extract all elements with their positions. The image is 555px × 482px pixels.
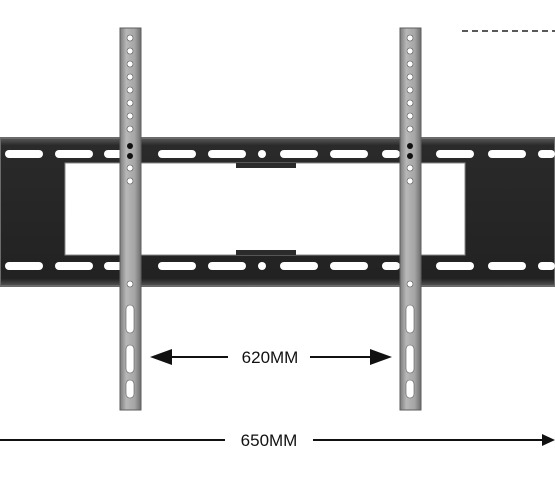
outer-dimension-arrow: 650MM [0, 431, 555, 450]
right-vertical-bracket [399, 27, 422, 411]
inner-spacing-label: 620MM [242, 348, 299, 367]
left-vertical-bracket [119, 27, 142, 411]
plate-bottom-slots [5, 262, 555, 270]
wall-plate [0, 137, 555, 287]
plate-top-slots [5, 150, 555, 158]
outer-spacing-label: 650MM [241, 431, 298, 450]
inner-dimension-arrow: 620MM [150, 348, 392, 367]
